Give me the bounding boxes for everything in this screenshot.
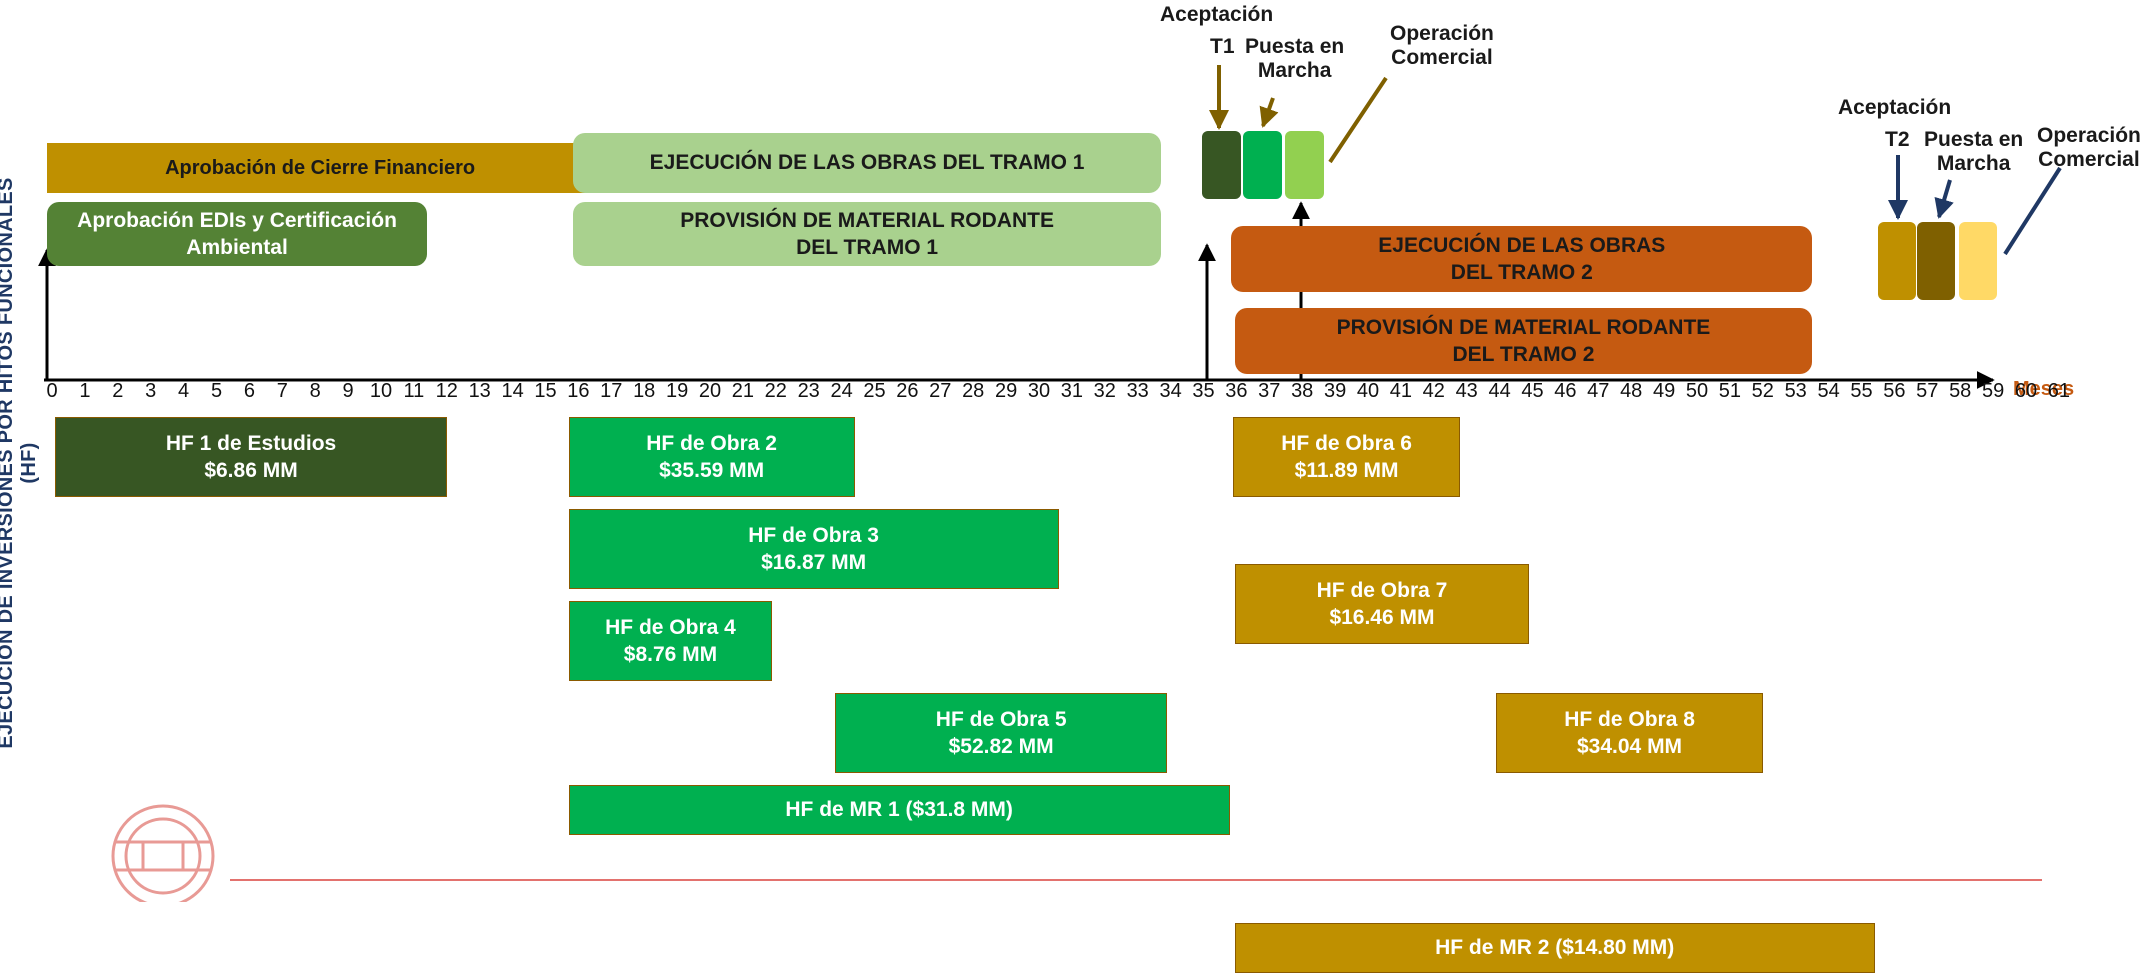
investment-bar-hf5: HF de Obra 5 $52.82 MM [835, 693, 1168, 773]
label-aceptacion-t1: Aceptación [1160, 3, 1274, 26]
axis-tick: 12 [435, 380, 458, 402]
axis-tick: 48 [1620, 380, 1643, 402]
axis-tick: 1 [79, 380, 91, 402]
milestone-t1-operacion [1285, 131, 1324, 199]
phase-bar-obras1: EJECUCIÓN DE LAS OBRAS DEL TRAMO 1 [573, 133, 1161, 193]
axis-tick: 8 [309, 380, 321, 402]
axis-tick: 10 [369, 380, 393, 402]
axis-tick: 5 [210, 380, 223, 402]
axis-tick: 42 [1422, 380, 1445, 402]
axis-tick: 4 [178, 380, 190, 402]
axis-tick: 50 [1685, 380, 1709, 402]
axis-tick: 33 [1126, 380, 1149, 402]
investment-bar-hf6: HF de Obra 6 $11.89 MM [1233, 417, 1461, 497]
axis-tick: 6 [243, 380, 255, 402]
axis-tick: 54 [1817, 380, 1840, 402]
gantt-diagram: EJECUCIÓN DE INVERSIONES POR HITOS FUNCI… [0, 3, 2141, 973]
axis-tick: 39 [1323, 380, 1347, 402]
axis-tick: 28 [962, 380, 985, 402]
milestone-t1-puesta [1243, 131, 1282, 199]
investment-bar-hf1: HF 1 de Estudios $6.86 MM [55, 417, 447, 497]
axis-tick: 56 [1883, 380, 1906, 402]
axis-tick: 3 [145, 380, 157, 402]
axis-tick: 41 [1389, 380, 1413, 402]
axis-tick: 24 [830, 380, 853, 402]
label-puesta-t2: Puesta en Marcha [1924, 128, 2024, 176]
pointer-puesta-t1 [1259, 97, 1279, 128]
axis-tick: 59 [1981, 380, 2005, 402]
investment-bar-hf7: HF de Obra 7 $16.46 MM [1234, 564, 1530, 645]
axis-tick: 46 [1554, 380, 1577, 402]
phase-bar-obras2: EJECUCIÓN DE LAS OBRAS DEL TRAMO 2 [1231, 226, 1813, 292]
phase-bar-mr1: PROVISIÓN DE MATERIAL RODANTE DEL TRAMO … [573, 202, 1161, 266]
axis-tick: 44 [1488, 380, 1511, 402]
axis-tick: 30 [1027, 380, 1051, 402]
axis-tick: 40 [1356, 380, 1380, 402]
axis-tick: 18 [633, 380, 656, 402]
axis-tick: 2 [112, 380, 124, 402]
axis-tick: 45 [1521, 380, 1544, 402]
investment-bar-hf8: HF de Obra 8 $34.04 MM [1496, 693, 1763, 773]
axis-tick: 32 [1093, 380, 1116, 402]
axis-tick: 27 [929, 380, 952, 402]
axis-tick: 25 [863, 380, 886, 402]
investment-bar-hf2: HF de Obra 2 $35.59 MM [568, 417, 855, 497]
axis-tick: 36 [1225, 380, 1248, 402]
investment-bar-hf4: HF de Obra 4 $8.76 MM [568, 601, 773, 681]
axis-tick: 55 [1850, 380, 1873, 402]
milestone-t2-aceptacion [1878, 222, 1916, 300]
axis-tick: 22 [764, 380, 787, 402]
axis-tick: 21 [731, 380, 755, 402]
axis-tick: 60 [2014, 380, 2038, 402]
investment-bar-hf3: HF de Obra 3 $16.87 MM [568, 509, 1059, 589]
axis-tick: 52 [1751, 380, 1774, 402]
milestone-t2-puesta [1917, 222, 1955, 300]
axis-tick: 35 [1192, 380, 1215, 402]
axis-tick: 9 [342, 380, 354, 402]
label-operacion-t1: Operación Comercial [1390, 22, 1494, 70]
axis-tick: 14 [501, 380, 524, 402]
label-puesta-t1: Puesta en Marcha [1245, 35, 1345, 83]
axis-tick: 57 [1916, 380, 1939, 402]
axis-tick: 61 [2047, 380, 2071, 402]
axis-tick: 19 [665, 380, 689, 402]
axis-tick: 53 [1784, 380, 1807, 402]
axis-tick: 34 [1159, 380, 1182, 402]
axis-tick: 58 [1949, 380, 1972, 402]
milestone-t1-aceptacion [1202, 131, 1241, 199]
axis-tick: 26 [896, 380, 919, 402]
label-t2: T2 [1885, 128, 1910, 151]
investment-bar-hfmr1: HF de MR 1 ($31.8 MM) [568, 785, 1230, 835]
axis-tick: 49 [1652, 380, 1676, 402]
axis-tick: 31 [1060, 380, 1084, 402]
pointer-operacion-t2 [2003, 166, 2062, 256]
label-t1: T1 [1210, 35, 1235, 58]
axis-tick: 11 [403, 380, 425, 402]
axis-tick: 51 [1718, 380, 1742, 402]
axis-tick: 17 [600, 380, 623, 402]
axis-tick: 0 [46, 380, 58, 402]
axis-unit-label: Meses [2013, 378, 2075, 400]
company-logo [111, 804, 215, 902]
axis-tick: 7 [276, 380, 288, 402]
axis-tick: 29 [994, 380, 1018, 402]
pointer-operacion-t1 [1328, 76, 1388, 164]
pointer-puesta-t2 [1934, 179, 1954, 219]
axis-tick: 13 [468, 380, 491, 402]
axis-tick: 15 [534, 380, 557, 402]
investment-bar-hfmr2: HF de MR 2 ($14.80 MM) [1234, 923, 1875, 973]
phase-bar-mr2: PROVISIÓN DE MATERIAL RODANTE DEL TRAMO … [1234, 308, 1813, 374]
axis-tick: 20 [698, 380, 722, 402]
label-aceptacion-t2: Aceptación [1838, 96, 1952, 119]
axis-tick: 47 [1587, 380, 1610, 402]
label-operacion-t2: Operación Comercial [2037, 124, 2141, 172]
axis-tick: 43 [1455, 380, 1478, 402]
axis-tick: 23 [797, 380, 820, 402]
milestone-t2-operacion [1959, 222, 1997, 300]
phase-bar-edis: Aprobación EDIs y Certificación Ambienta… [47, 202, 428, 266]
phase-bar-cierre: Aprobación de Cierre Financiero [47, 143, 594, 193]
axis-tick: 16 [567, 380, 590, 402]
axis-tick: 37 [1258, 380, 1281, 402]
axis-tick: 38 [1291, 380, 1314, 402]
